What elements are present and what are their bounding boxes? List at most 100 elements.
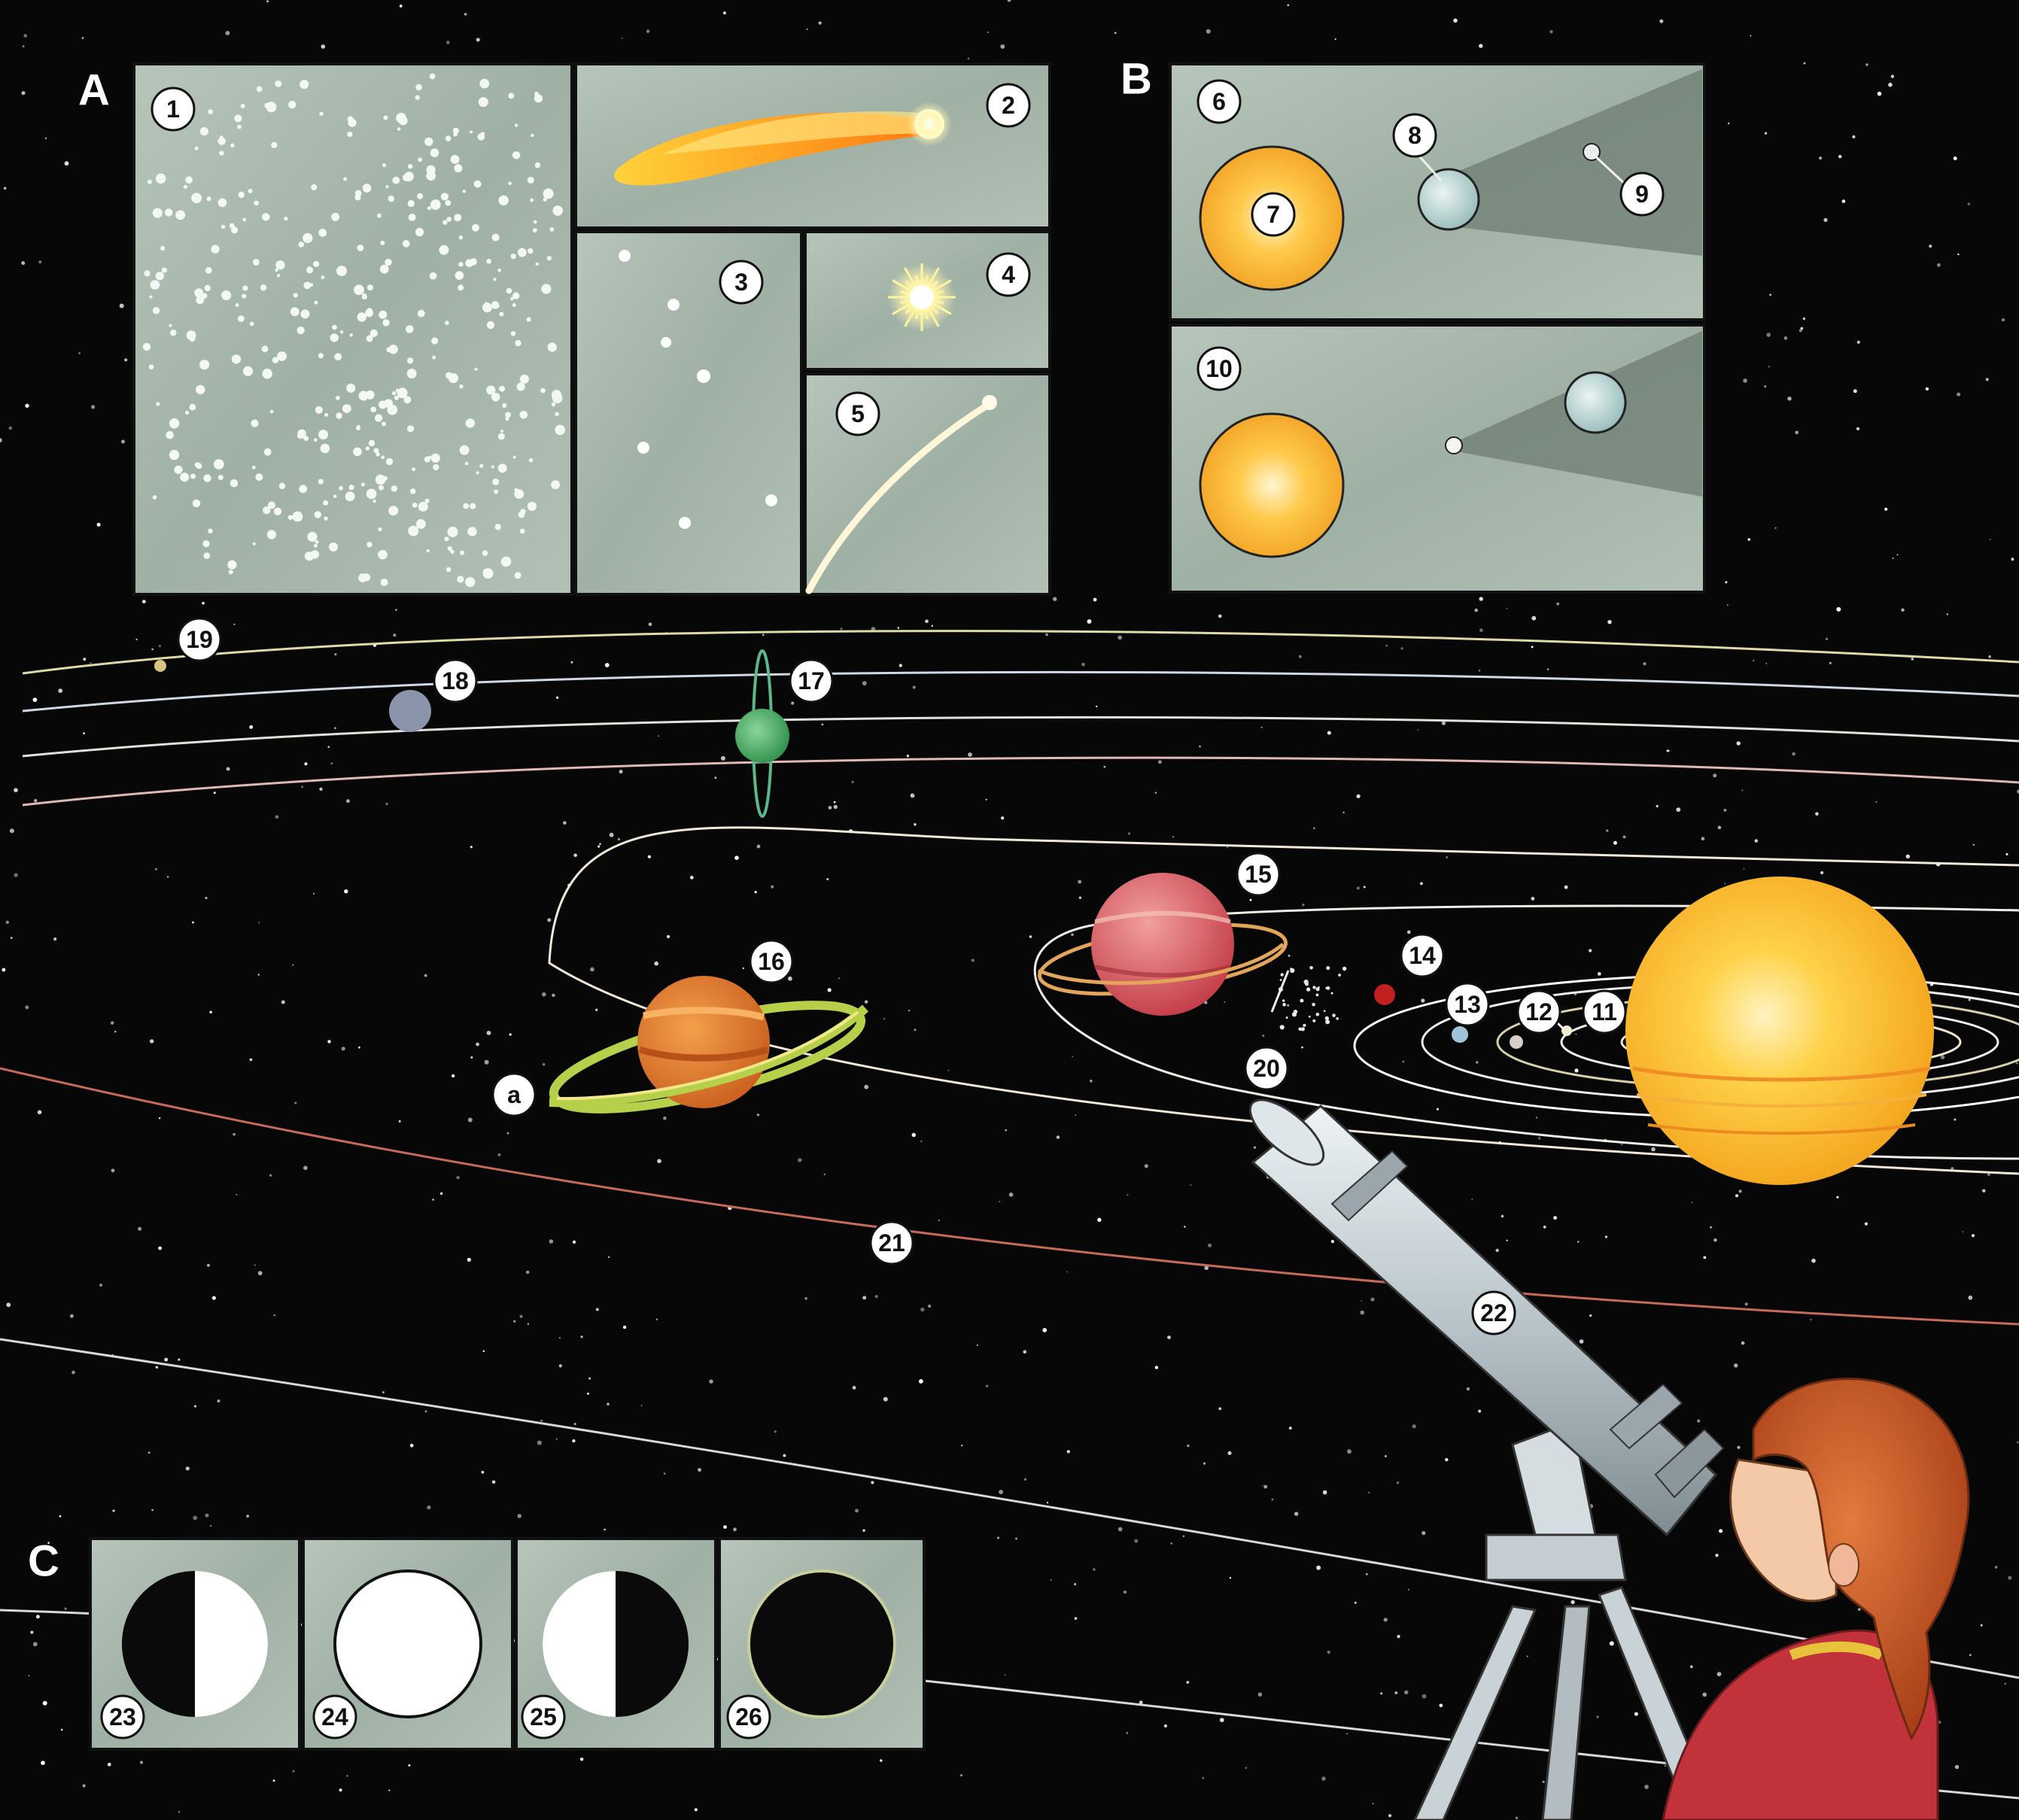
- label-25: 25: [522, 1696, 564, 1738]
- background-star: [1865, 63, 1868, 65]
- background-star: [1724, 883, 1726, 884]
- background-star: [1118, 1527, 1123, 1532]
- moon-2: [1446, 437, 1462, 454]
- background-star: [805, 1297, 807, 1299]
- background-star: [715, 776, 717, 779]
- label-14: 14: [1401, 934, 1443, 977]
- cluster-star: [535, 263, 538, 266]
- section-b-letter: B: [1120, 55, 1152, 104]
- svg-text:3: 3: [734, 269, 748, 296]
- asteroid: [1326, 966, 1330, 970]
- asteroid: [1309, 1016, 1311, 1018]
- cluster-star: [262, 213, 269, 220]
- asteroid: [1324, 1010, 1326, 1012]
- background-star: [1692, 1202, 1693, 1203]
- background-star: [1422, 1694, 1427, 1699]
- svg-text:20: 20: [1253, 1055, 1280, 1082]
- background-star: [883, 1018, 885, 1019]
- cluster-star: [306, 266, 313, 273]
- cluster-star: [318, 430, 328, 439]
- cluster-star: [358, 573, 367, 582]
- cluster-star: [375, 415, 382, 422]
- background-star: [178, 1811, 181, 1813]
- cluster-star: [193, 500, 200, 507]
- cluster-star: [541, 284, 551, 293]
- background-star: [1995, 1566, 1998, 1569]
- label-4: 4: [987, 254, 1029, 296]
- cluster-star: [470, 503, 476, 509]
- background-star: [1947, 613, 1948, 615]
- background-star: [1988, 655, 1991, 658]
- cluster-star: [382, 319, 389, 326]
- cluster-star: [353, 448, 362, 457]
- background-star: [1096, 706, 1097, 707]
- background-star: [1355, 1602, 1357, 1604]
- background-star: [618, 838, 620, 840]
- cluster-star: [529, 458, 534, 463]
- cluster-star: [323, 500, 328, 506]
- background-star: [783, 1454, 786, 1457]
- cluster-star: [221, 225, 225, 229]
- background-star: [855, 1509, 859, 1513]
- cluster-star: [543, 188, 554, 199]
- background-star: [1476, 1061, 1478, 1063]
- background-star: [1651, 1147, 1656, 1152]
- background-star: [1208, 1244, 1212, 1247]
- cluster-star: [370, 407, 376, 413]
- background-star: [321, 44, 326, 49]
- background-star: [476, 38, 480, 41]
- background-star: [520, 1315, 523, 1318]
- cluster-star: [270, 410, 274, 414]
- asteroid: [1303, 1024, 1306, 1027]
- background-star: [1218, 1407, 1221, 1410]
- background-star: [883, 1397, 888, 1402]
- cluster-star: [378, 527, 382, 531]
- cluster-star: [418, 502, 428, 512]
- cluster-star: [459, 384, 463, 388]
- cluster-star: [505, 412, 511, 418]
- background-star: [1155, 1366, 1158, 1369]
- background-star: [294, 1101, 296, 1104]
- cluster-star: [324, 413, 328, 417]
- asteroid: [1281, 973, 1284, 976]
- background-star: [1263, 1485, 1267, 1489]
- cluster-star: [552, 403, 555, 406]
- background-star: [1097, 1218, 1101, 1222]
- background-star: [1981, 1624, 1983, 1627]
- cluster-star: [475, 368, 478, 371]
- svg-text:9: 9: [1635, 181, 1649, 208]
- earth-2: [1565, 372, 1625, 433]
- cluster-star: [392, 391, 396, 395]
- background-star: [1361, 1300, 1362, 1302]
- background-star: [1702, 1693, 1707, 1697]
- cluster-star: [381, 456, 385, 460]
- asteroid: [1309, 966, 1313, 970]
- background-star: [1610, 1641, 1614, 1645]
- cluster-star: [479, 464, 483, 468]
- svg-text:8: 8: [1408, 122, 1422, 149]
- section-a-letter: A: [78, 66, 110, 115]
- background-star: [1606, 830, 1608, 832]
- cluster-star: [412, 467, 415, 471]
- background-star: [487, 1031, 491, 1035]
- cluster-star: [184, 185, 187, 189]
- cluster-star: [482, 302, 492, 312]
- cluster-star: [517, 382, 525, 390]
- background-star: [1078, 880, 1081, 884]
- background-star: [1294, 1512, 1298, 1515]
- cluster-star: [321, 444, 330, 454]
- cluster-star: [219, 150, 224, 156]
- background-star: [1973, 844, 1975, 846]
- background-star: [114, 1031, 116, 1032]
- background-star: [1227, 1451, 1231, 1455]
- background-star: [425, 1411, 427, 1413]
- background-star: [156, 1366, 158, 1369]
- background-star: [1766, 333, 1771, 337]
- cluster-star: [448, 546, 452, 551]
- background-star: [1288, 955, 1291, 957]
- background-star: [1254, 1147, 1256, 1149]
- background-star: [108, 1763, 111, 1767]
- background-star: [1543, 1781, 1545, 1783]
- cluster-star: [547, 256, 552, 260]
- background-star: [838, 977, 840, 979]
